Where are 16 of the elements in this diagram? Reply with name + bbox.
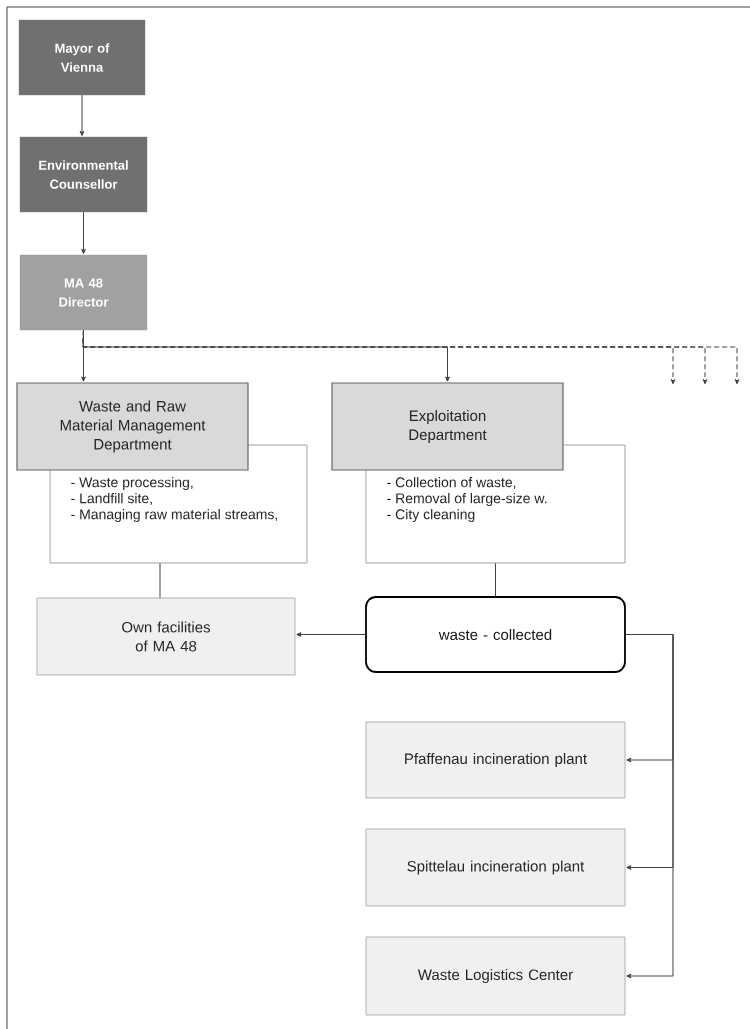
facility-box: Pfaffenau incineration plant (365, 721, 626, 799)
facility-box: Own facilities of MA 48 (36, 597, 296, 676)
department-box: Waste and Raw Material Management Department (16, 382, 249, 471)
arrow (81, 211, 86, 255)
facility-box: Waste Logistics Center (365, 936, 626, 1016)
connector (159, 562, 161, 598)
role-box: Environmental Counsellor (19, 136, 148, 213)
collection-box: waste - collected (365, 596, 626, 673)
role-box: Mayor of Vienna (18, 19, 146, 96)
arrow (79, 94, 85, 137)
department-box: Exploitation Department (331, 382, 564, 471)
arrow (296, 632, 366, 637)
connector (495, 562, 496, 597)
role-box: MA 48 Director (19, 254, 148, 331)
facility-box: Spittelau incineration plant (365, 828, 626, 907)
arrow (625, 634, 674, 979)
